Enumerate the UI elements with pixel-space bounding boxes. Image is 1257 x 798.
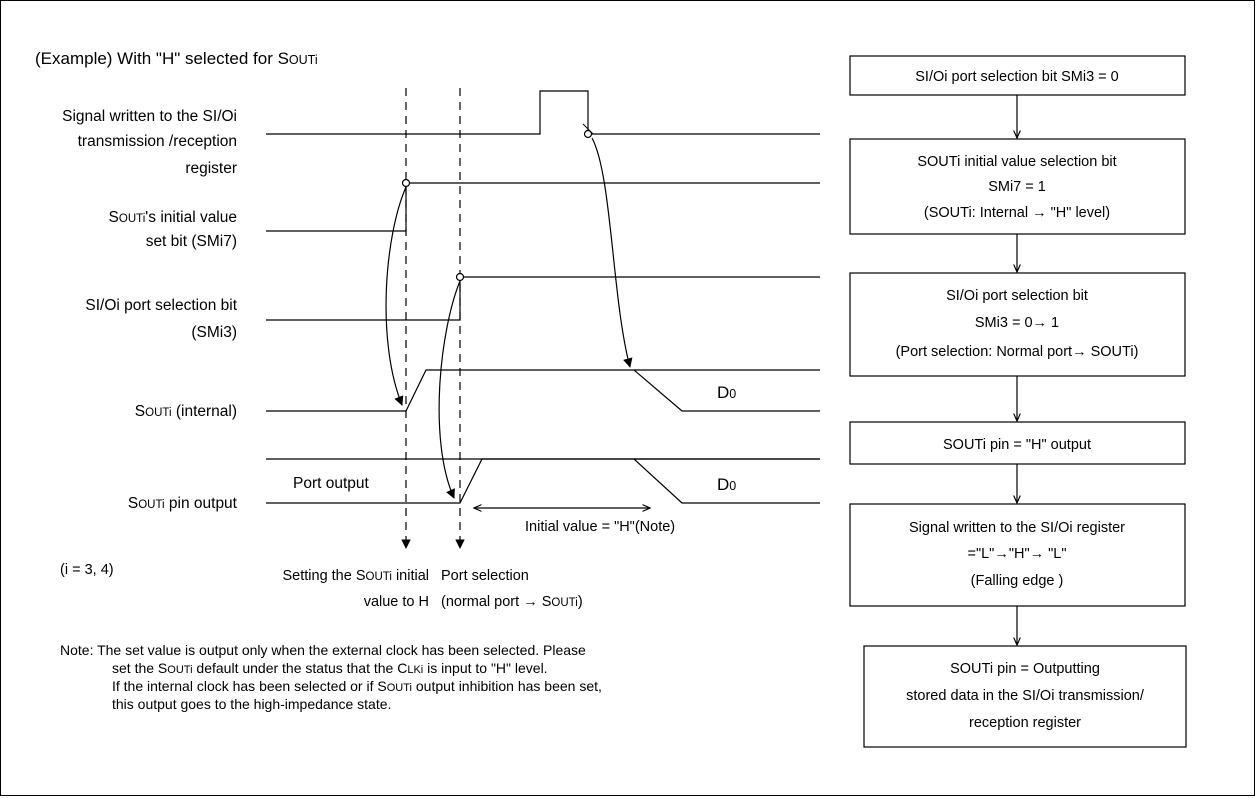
initial-value-label: Initial value = "H"(Note) xyxy=(525,519,675,535)
flow-box-6 xyxy=(863,645,1187,748)
flow-box-6-line2: stored data in the SI/Oi transmission/ xyxy=(906,688,1145,704)
flow-box-5-line1: Signal written to the SI/Oi register xyxy=(909,520,1125,536)
label-written-signal-3: register xyxy=(185,160,237,177)
flow-box-5-line2: ="L"→"H"→ "L" xyxy=(968,546,1067,562)
waveform-written-signal xyxy=(266,90,820,135)
arrow-smi7-to-internal xyxy=(385,186,407,406)
arrow-edge-to-d0 xyxy=(591,137,633,368)
flow-box-5-line3: (Falling edge ) xyxy=(971,573,1064,589)
waveform-smi3 xyxy=(266,276,820,321)
label-internal: SOUTi (internal) xyxy=(135,403,237,420)
flow-box-3-line2: SMi3 = 0→ 1 xyxy=(975,315,1059,331)
index-note: (i = 3, 4) xyxy=(60,562,114,578)
setting-caption: Setting the SOUTi initial xyxy=(282,568,429,584)
flow-box-2-line2: SMi7 = 1 xyxy=(988,179,1046,195)
edge-arrow-x xyxy=(582,123,594,135)
d0-internal-label: D0 xyxy=(717,383,736,402)
flow-box-4 xyxy=(849,421,1186,465)
d0-pin-label: D0 xyxy=(717,475,736,494)
waveform-souti-internal-low xyxy=(266,369,820,412)
flow-box-6-line1: SOUTi pin = Outputting xyxy=(950,661,1100,677)
flow-box-3 xyxy=(849,272,1186,377)
flow-box-2-line3: (SOUTi: Internal → "H" level) xyxy=(924,205,1110,221)
flow-box-4-text: SOUTi pin = "H" output xyxy=(943,437,1091,453)
note-line-3: If the internal clock has been selected … xyxy=(112,678,602,694)
flow-box-2-line1: SOUTi initial value selection bit xyxy=(917,154,1116,170)
note-line-2: set the SOUTi default under the status t… xyxy=(112,660,548,676)
flow-box-6-line3: reception register xyxy=(969,715,1081,731)
port-selection-caption: Port selection xyxy=(441,568,529,584)
port-selection-caption-2: (normal port → SOUTi) xyxy=(441,594,583,610)
label-written-signal: Signal written to the SI/Oi xyxy=(62,108,237,125)
flow-box-1-text: SI/Oi port selection bit SMi3 = 0 xyxy=(915,69,1119,85)
note-line-4: this output goes to the high-impedance s… xyxy=(112,696,391,712)
example-title: (Example) With "H" selected for SOUTi xyxy=(35,49,318,68)
smi7-edge-marker xyxy=(401,178,411,188)
port-output-label: Port output xyxy=(293,475,370,492)
label-initial-bit-2: set bit (SMi7) xyxy=(146,233,237,250)
falling-edge-marker xyxy=(583,129,593,139)
flow-box-3-line3: (Port selection: Normal port→ SOUTi) xyxy=(896,344,1139,360)
label-port-bit-2: (SMi3) xyxy=(191,324,237,341)
label-initial-bit: SOUTi's initial value xyxy=(109,209,237,226)
label-written-signal-2: transmission /reception xyxy=(78,133,237,150)
waveform-smi7 xyxy=(266,182,820,232)
label-port-bit: SI/Oi port selection bit xyxy=(85,297,237,314)
label-pin-output: SOUTi pin output xyxy=(128,495,238,512)
setting-caption-2: value to H xyxy=(364,594,429,610)
smi3-edge-marker xyxy=(455,272,465,282)
flow-box-3-line1: SI/Oi port selection bit xyxy=(946,288,1088,304)
arrow-smi3-to-pin xyxy=(438,280,461,499)
note-line-1: Note: The set value is output only when … xyxy=(60,642,586,658)
